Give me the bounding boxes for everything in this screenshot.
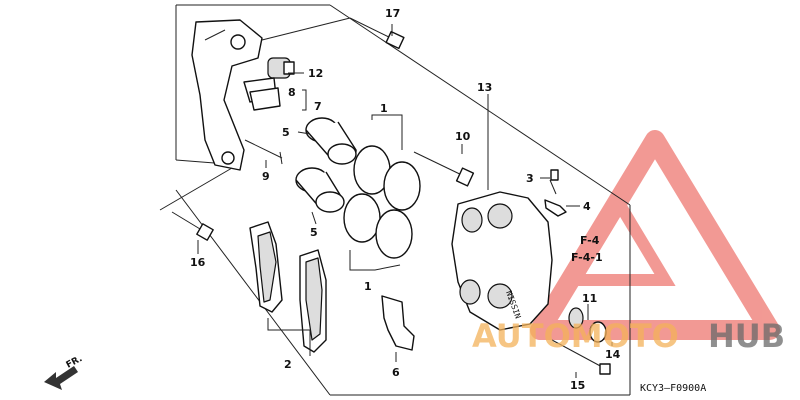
callout-12: 12	[308, 67, 323, 80]
watermark-auto-text: AUTOMOTO	[472, 317, 679, 355]
reference-f4-1: F-4-1	[571, 251, 603, 264]
callout-17: 17	[385, 7, 400, 20]
callout-7: 7	[314, 100, 322, 113]
watermark-logo	[530, 130, 780, 340]
caliper-bracket	[191, 19, 263, 171]
caliper-body-13: NISSIN	[451, 191, 553, 331]
piston-5-lower	[295, 167, 345, 213]
bolt-17	[261, 17, 405, 50]
assembly-frame	[175, 4, 631, 396]
callout-5-lower: 5	[310, 226, 318, 239]
cap-4	[544, 199, 567, 217]
callout-9: 9	[262, 170, 270, 183]
leader-lines	[197, 24, 613, 378]
callout-8: 8	[288, 86, 296, 99]
callout-1-upper: 1	[380, 102, 388, 115]
callout-3: 3	[526, 172, 534, 185]
callout-11: 11	[582, 292, 597, 305]
piston-5-upper	[305, 117, 357, 165]
callout-13: 13	[477, 81, 492, 94]
callout-14: 14	[605, 348, 621, 361]
pad-retainer-6	[381, 295, 415, 351]
callout-16: 16	[190, 256, 206, 269]
brake-pads-2	[249, 221, 327, 356]
bleeder-3	[549, 169, 559, 195]
pad-spring-8	[243, 77, 281, 111]
reference-f4: F-4	[580, 234, 600, 247]
pin-9	[244, 139, 283, 165]
callout-15: 15	[570, 379, 585, 392]
callout-6: 6	[392, 366, 400, 379]
front-direction-arrow	[44, 366, 78, 390]
boot-12	[267, 57, 295, 79]
callout-2: 2	[284, 358, 292, 371]
callout-10: 10	[455, 130, 471, 143]
callout-1-lower: 1	[364, 280, 372, 293]
diagram-code: KCY3—F0900A	[640, 383, 706, 394]
callout-5-upper: 5	[282, 126, 290, 139]
bolt-10	[413, 151, 475, 187]
callout-4: 4	[583, 200, 591, 213]
bolt-16	[159, 167, 233, 241]
seals-1	[343, 114, 421, 271]
watermark-hub-text: HUB	[708, 317, 785, 355]
bracket-line-7	[302, 89, 307, 111]
pin-15	[551, 307, 611, 375]
